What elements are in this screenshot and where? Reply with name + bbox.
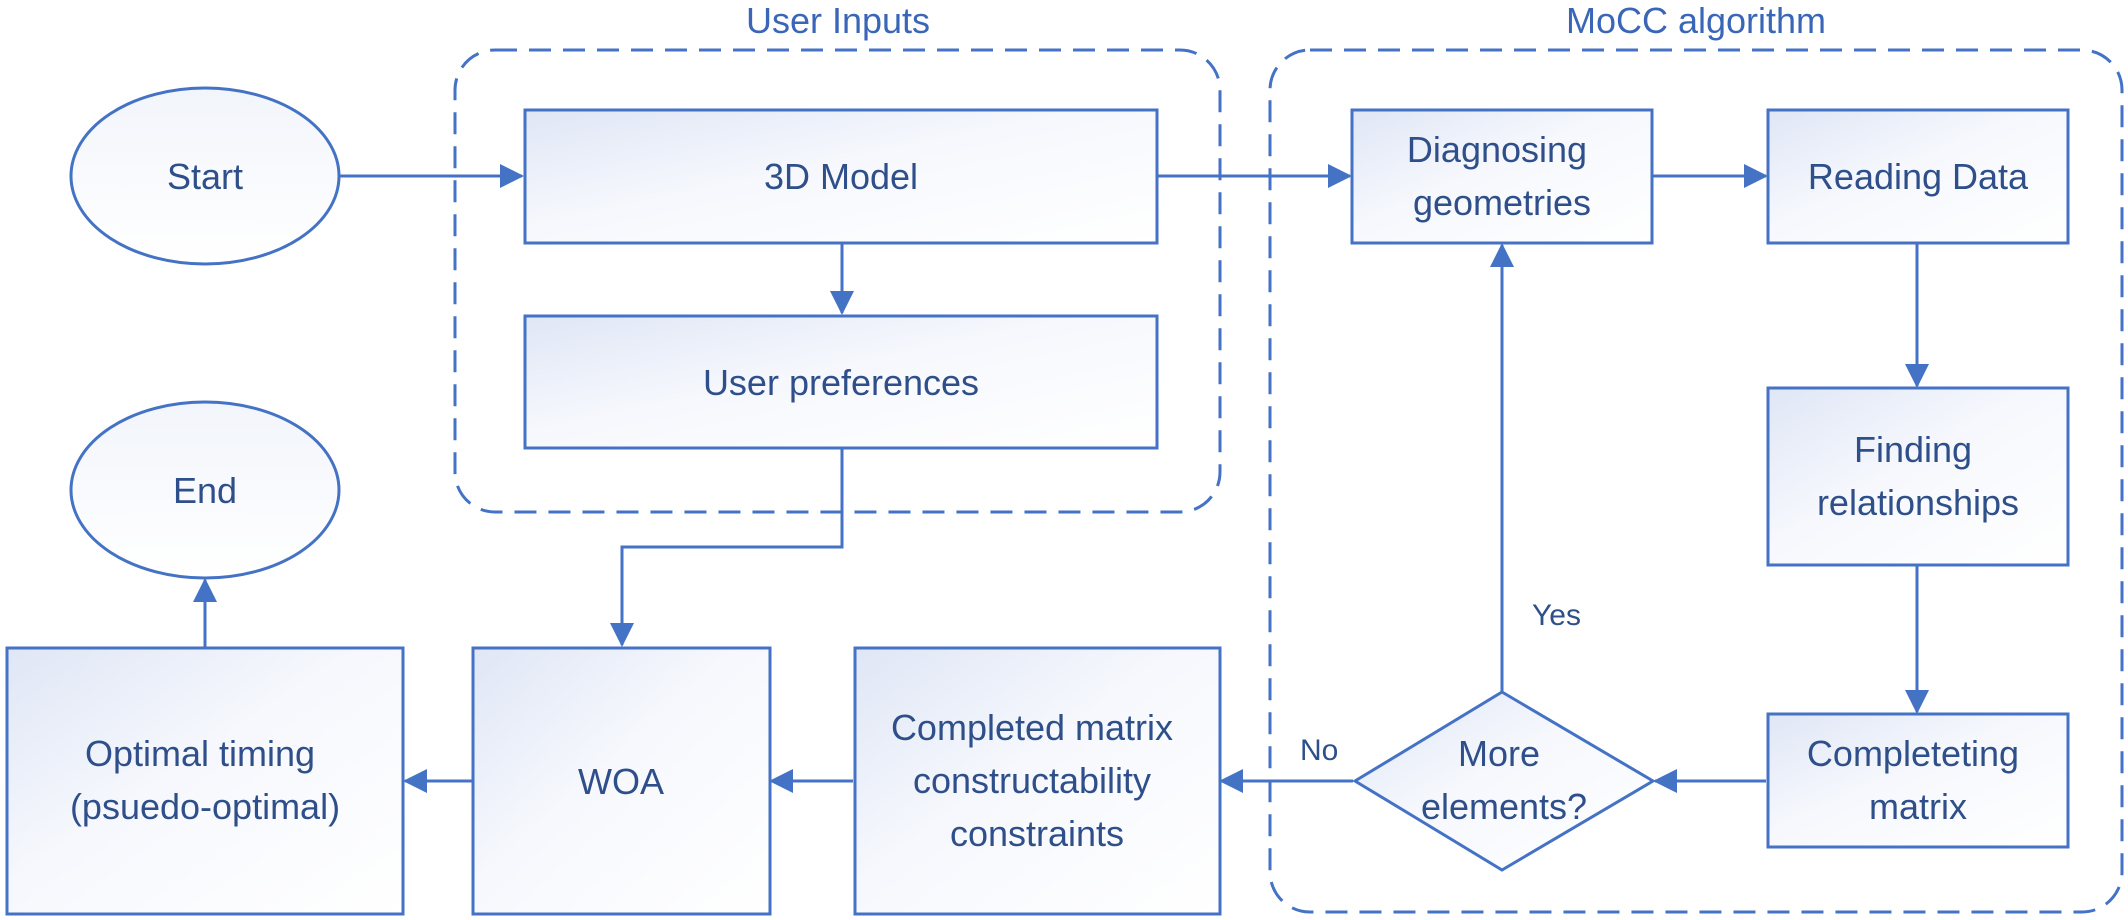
woa-box: [471, 646, 772, 916]
completed-line-2: constructability: [913, 760, 1151, 801]
finding-line-2: relationships: [1817, 482, 2019, 523]
end-label: End: [173, 470, 237, 511]
reading-data-label: Reading Data: [1808, 156, 2029, 197]
diagnosing-geometries-box: [1350, 108, 1654, 245]
more-elements-label: More elements?: [1421, 733, 1587, 827]
end-terminal: [69, 400, 341, 580]
completed-line-3: constraints: [950, 813, 1124, 854]
optimal-line-1: Optimal timing: [85, 733, 315, 774]
finding-line-1: Finding: [1854, 429, 1972, 470]
user-preferences-label: User preferences: [703, 362, 979, 403]
3d-model-label: 3D Model: [764, 156, 918, 197]
completed-matrix-label: Completed matrix constructability constr…: [891, 707, 1183, 854]
optimal-line-2: (psuedo-optimal): [70, 786, 340, 827]
user-preferences-box: [523, 314, 1159, 450]
completing-matrix-label: Completeting matrix: [1807, 733, 2029, 827]
finding-relationships-box: [1766, 386, 2070, 567]
completing-line-2: matrix: [1869, 786, 1967, 827]
decision-line-2: elements?: [1421, 786, 1587, 827]
start-label: Start: [167, 156, 243, 197]
user-inputs-title: User Inputs: [746, 0, 930, 41]
more-elements-decision: [1352, 690, 1656, 872]
yes-label: Yes: [1532, 599, 1581, 632]
completing-matrix-box: [1766, 712, 2070, 849]
mocc-algorithm-title: MoCC algorithm: [1566, 0, 1826, 41]
decision-line-1: More: [1458, 733, 1540, 774]
completed-line-1: Completed matrix: [891, 707, 1173, 748]
finding-relationships-label: Finding relationships: [1817, 429, 2019, 523]
no-label: No: [1300, 734, 1338, 767]
diagnosing-line-1: Diagnosing: [1407, 129, 1587, 170]
edge-preferences-to-woa: [610, 448, 844, 647]
completed-matrix-box: [853, 646, 1222, 916]
optimal-timing-label: Optimal timing (psuedo-optimal): [70, 733, 340, 827]
reading-data-box: [1766, 108, 2070, 245]
3d-model-box: [523, 108, 1159, 245]
user-inputs-group: [453, 48, 1222, 514]
optimal-timing-box: [5, 646, 405, 916]
start-terminal: [69, 86, 341, 266]
woa-label: WOA: [578, 761, 664, 802]
diagnosing-line-2: geometries: [1413, 182, 1591, 223]
diagnosing-geometries-label: Diagnosing geometries: [1407, 129, 1597, 223]
mocc-algorithm-group: [1268, 48, 2124, 914]
completing-line-1: Completeting: [1807, 733, 2019, 774]
